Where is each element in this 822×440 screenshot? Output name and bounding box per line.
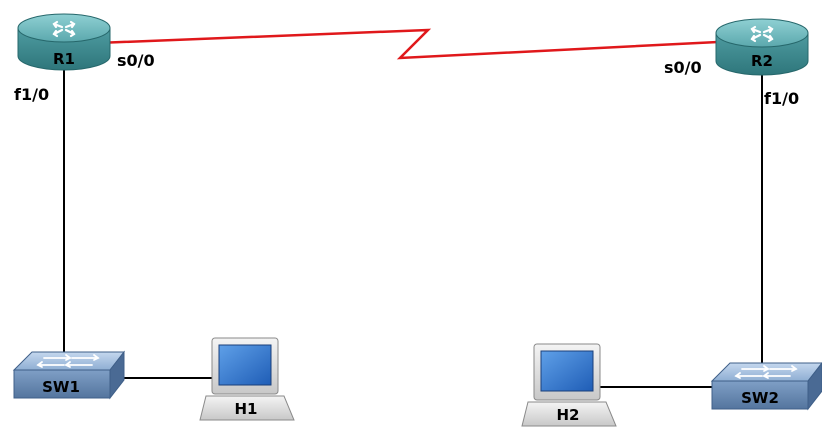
- serial-link-r1-r2: [96, 28, 719, 60]
- host-h1[interactable]: H1: [199, 337, 295, 421]
- host-h2[interactable]: H2: [521, 343, 617, 427]
- router-r2[interactable]: R2: [715, 18, 809, 76]
- computer-icon: [521, 343, 617, 427]
- switch-icon: [710, 362, 822, 411]
- switch-sw2[interactable]: SW2: [710, 362, 822, 411]
- switch-icon: [12, 350, 126, 400]
- router-label: R2: [751, 52, 773, 70]
- host-label: H1: [235, 400, 258, 418]
- interface-label-r1-fast: f1/0: [14, 85, 49, 104]
- interface-label-r2-fast: f1/0: [764, 89, 799, 108]
- interface-label-r1-serial: s0/0: [117, 51, 155, 70]
- host-label: H2: [557, 406, 580, 424]
- router-icon: [715, 18, 809, 76]
- switch-sw1[interactable]: SW1: [12, 350, 126, 400]
- switch-label: SW2: [741, 389, 779, 407]
- interface-label-r2-serial: s0/0: [664, 58, 702, 77]
- router-icon: [17, 13, 111, 71]
- computer-icon: [199, 337, 295, 421]
- router-r1[interactable]: R1: [17, 13, 111, 71]
- router-label: R1: [53, 50, 75, 68]
- switch-label: SW1: [42, 378, 80, 396]
